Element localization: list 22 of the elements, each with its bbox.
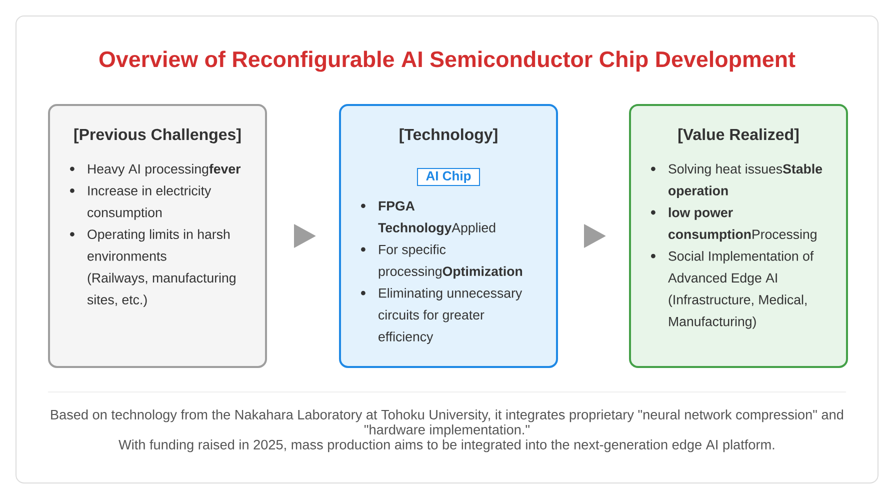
title: Overview of Reconfigurable AI Semiconductor Chip Development [99, 50, 796, 72]
list-item: FPGA TechnologyApplied [378, 201, 496, 236]
footnote: With funding raised in 2025, mass production aims to be integrated into the next-generation edge AI platform. [118, 440, 774, 452]
bullet-note: (Railways, manufacturing sites, etc.) [87, 272, 236, 308]
arrow [584, 224, 606, 248]
label-badge: AI Chip [417, 168, 480, 186]
list-item: low power consumptionProcessing [668, 207, 816, 242]
card-heading: [Technology] [400, 128, 498, 144]
list-item: Operating limits in harsh environments [88, 229, 230, 261]
bullet-note: (Infrastructure, Medical, Manufacturing) [668, 294, 806, 329]
card-heading: [Previous Challenges] [74, 128, 241, 144]
list-item: Increase in electricity consumption [88, 186, 212, 220]
arrow [294, 224, 316, 248]
list-item: Social Implementation of Advanced Edge AI [668, 251, 814, 286]
list-item: Heavy AI processingfever [88, 164, 241, 176]
list-item: Eliminating unnecessary circuits for greater efficiency [378, 288, 522, 344]
footnote: Based on technology from the Nakahara Laboratory at Tohoku University, it integrates proprietary "neural network compression" and "hardware implementation." [51, 410, 844, 438]
info-card [48, 104, 267, 368]
info-card [629, 104, 848, 368]
info-card [339, 104, 558, 368]
list-item: For specific processingOptimization [378, 244, 522, 279]
card-heading: [Value Realized] [678, 128, 798, 144]
